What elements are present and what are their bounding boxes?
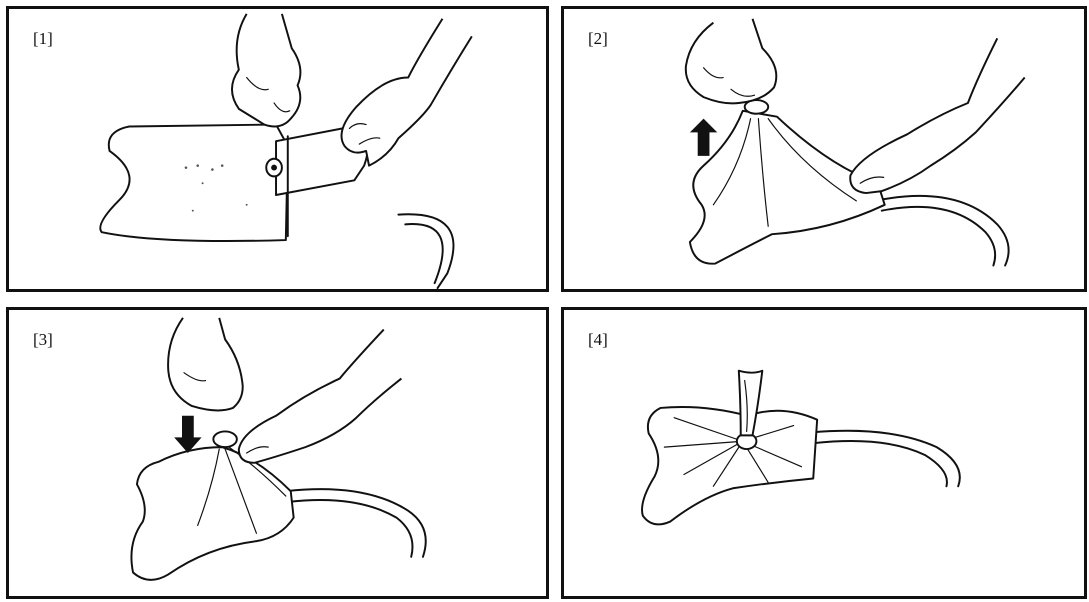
tube-inner (288, 500, 413, 557)
tube-inner (882, 207, 995, 266)
step-3-illustration (9, 310, 546, 596)
step-4-illustration (564, 310, 1084, 596)
tube (286, 489, 426, 557)
down-arrow-icon (174, 416, 201, 453)
step-2-illustration (564, 9, 1084, 289)
step-4-panel: [4] (561, 307, 1087, 599)
right-hand (850, 38, 1024, 193)
right-hand (239, 330, 402, 463)
step-1-illustration (9, 9, 546, 289)
tube (811, 431, 960, 487)
ring (213, 431, 237, 447)
pouch (642, 407, 817, 524)
tube (880, 196, 1009, 266)
tube-inner (405, 224, 442, 283)
tube-inner (813, 441, 947, 486)
top-hand (686, 19, 777, 104)
step-1-panel: [1] (6, 6, 549, 292)
step-3-panel: [3] (6, 307, 549, 599)
step-2-panel: [2] (561, 6, 1087, 292)
pouch (131, 447, 293, 580)
top-hand (168, 318, 243, 411)
left-hand (232, 14, 300, 127)
pouch (100, 125, 288, 242)
up-arrow-icon (690, 119, 717, 156)
